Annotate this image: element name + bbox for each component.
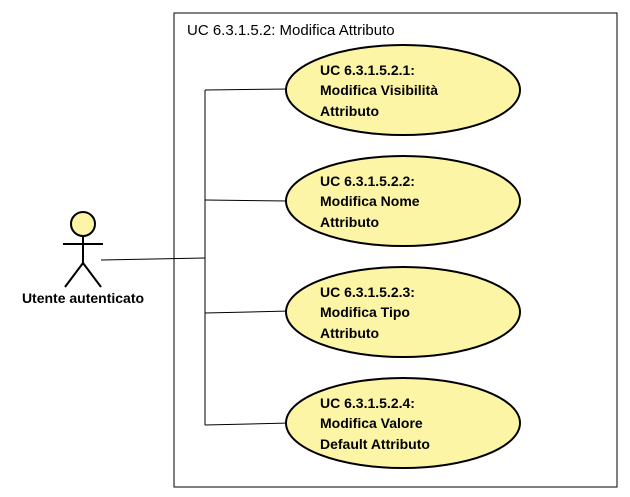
use-case-line: Modifica Valore — [320, 415, 423, 431]
association-line-3 — [204, 310, 291, 314]
system-title: UC 6.3.1.5.2: Modifica Attributo — [187, 22, 395, 39]
use-case-ellipse — [285, 266, 521, 358]
use-case-1[interactable]: UC 6.3.1.5.2.1: Modifica Visibilità Attr… — [285, 44, 521, 136]
use-case-line: Default Attributo — [320, 436, 430, 452]
use-case-line: UC 6.3.1.5.2.3: — [320, 284, 415, 300]
actor-right-leg — [82, 262, 102, 288]
use-case-line: Attributo — [320, 103, 379, 119]
actor: Utente autenticato — [22, 211, 144, 306]
use-case-line: Attributo — [320, 214, 379, 230]
use-case-line: Modifica Tipo — [320, 304, 410, 320]
association-line-2 — [204, 199, 289, 202]
use-case-ellipse — [285, 377, 521, 469]
use-case-line: UC 6.3.1.5.2.1: — [320, 62, 415, 78]
association-line-1 — [204, 88, 291, 91]
use-case-line: Modifica Nome — [320, 193, 420, 209]
use-case-ellipse — [285, 155, 521, 247]
actor-head — [70, 211, 96, 237]
use-case-line: Modifica Visibilità — [320, 82, 438, 98]
association-lines — [100, 88, 291, 426]
use-case-line: UC 6.3.1.5.2.4: — [320, 395, 415, 411]
use-case-ellipse — [285, 44, 521, 136]
actor-name: Utente autenticato — [22, 290, 144, 306]
use-case-line: Attributo — [320, 325, 379, 341]
actor-association-line — [100, 257, 206, 261]
use-case-line: UC 6.3.1.5.2.2: — [320, 173, 415, 189]
actor-left-leg — [64, 262, 84, 288]
use-case-3[interactable]: UC 6.3.1.5.2.3: Modifica Tipo Attributo — [285, 266, 521, 358]
association-line-4 — [204, 422, 291, 426]
use-case-2[interactable]: UC 6.3.1.5.2.2: Modifica Nome Attributo — [285, 155, 521, 247]
use-case-4[interactable]: UC 6.3.1.5.2.4: Modifica Valore Default … — [285, 377, 521, 469]
